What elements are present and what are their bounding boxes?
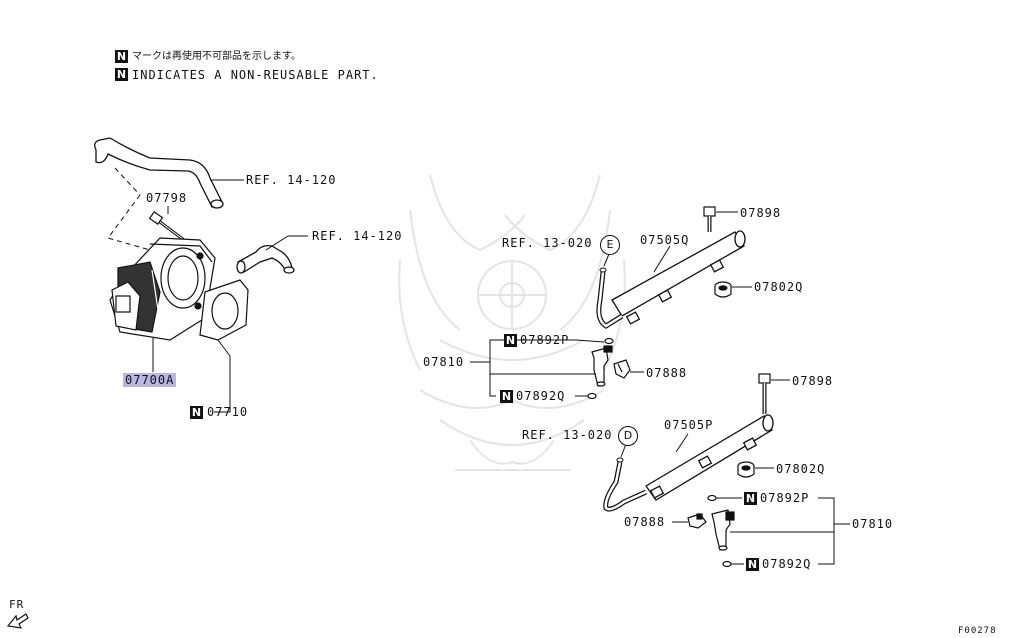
leader-gasket [214,339,231,413]
bracket-07810-upper [470,339,596,397]
label-throttle-body-07700a[interactable]: 07700A [123,373,177,387]
hose-link-dashed [107,194,151,251]
ref-marker-d: D [618,426,638,446]
leader-ref-e [603,253,610,267]
bolt-07898-upper [703,206,716,232]
label-gasket-07710[interactable]: 07710 [207,405,249,419]
oring-q-n-symbol-upper: N [500,390,513,403]
label-ref-13-020-upper[interactable]: REF. 13-020 [502,236,593,250]
label-bolt-07898-lower[interactable]: 07898 [792,374,834,388]
watermark-emblem [398,174,626,471]
legend-note-en: INDICATES A NON-REUSABLE PART. [132,68,379,82]
ref-marker-e: E [600,235,620,255]
fr-arrow-icon [6,613,29,629]
label-clip-07888-upper[interactable]: 07888 [646,366,688,380]
hose-link-dashed-2 [114,167,141,196]
oring-q-n-symbol-lower: N [746,558,759,571]
label-injector-07810-lower[interactable]: 07810 [852,517,894,531]
label-ref-hose-lower[interactable]: REF. 14-120 [312,229,403,243]
bolt-07798 [148,211,185,242]
fuel-rail-07505p [645,414,774,501]
label-rail-07505p[interactable]: 07505P [664,418,714,432]
gasket-07710 [199,279,249,341]
label-bolt-07798[interactable]: 07798 [146,191,188,205]
label-injector-07810-upper[interactable]: 07810 [423,355,465,369]
label-oring-07892q-lower[interactable]: 07892Q [762,557,812,571]
direction-label: FR [9,598,25,611]
injector-lower [711,509,735,551]
legend-n-symbol-jp: N [115,50,128,63]
leader-ref-d [620,443,627,458]
label-bolt-07898-upper[interactable]: 07898 [740,206,782,220]
oring-p-n-symbol-lower: N [744,492,757,505]
leader-ref-lower [265,235,308,251]
lower-hose [236,244,295,274]
label-insulator-07802q-lower[interactable]: 07802Q [776,462,826,476]
oring-07892q-lower [722,560,732,568]
insulator-07802q-lower [737,461,755,478]
insulator-07802q-upper [714,281,732,298]
oring-07892p-lower [707,494,717,502]
label-oring-07892p-upper[interactable]: 07892P [520,333,570,347]
label-clip-07888-lower[interactable]: 07888 [624,515,666,529]
bolt-07898-lower [758,373,771,414]
upper-hose [94,137,224,209]
legend-n-symbol-en: N [115,68,128,81]
label-insulator-07802q-upper[interactable]: 07802Q [754,280,804,294]
label-oring-07892p-lower[interactable]: 07892P [760,491,810,505]
label-rail-07505q[interactable]: 07505Q [640,233,690,247]
label-ref-hose-upper[interactable]: REF. 14-120 [246,173,337,187]
gasket-n-symbol: N [190,406,203,419]
fuel-rail-07505q [611,230,746,325]
label-ref-13-020-lower[interactable]: REF. 13-020 [522,428,613,442]
injector-upper [591,345,613,387]
leader-rail-07505q [653,245,671,273]
legend-note-jp: マークは再使用不可部品を示します。 [132,51,301,62]
throttle-body-part-number[interactable]: 07700A [123,373,177,387]
bracket-07810-lower [730,497,850,565]
clip-07888-upper [613,359,631,379]
leader-rail-07505p [675,433,689,453]
clip-07888-lower [687,513,707,529]
oring-07892p-upper [604,337,614,345]
oring-p-n-symbol-upper: N [504,334,517,347]
figure-code: F00278 [958,626,997,636]
throttle-body [109,237,216,341]
oring-07892q-upper [587,392,597,400]
label-oring-07892q-upper[interactable]: 07892Q [516,389,566,403]
